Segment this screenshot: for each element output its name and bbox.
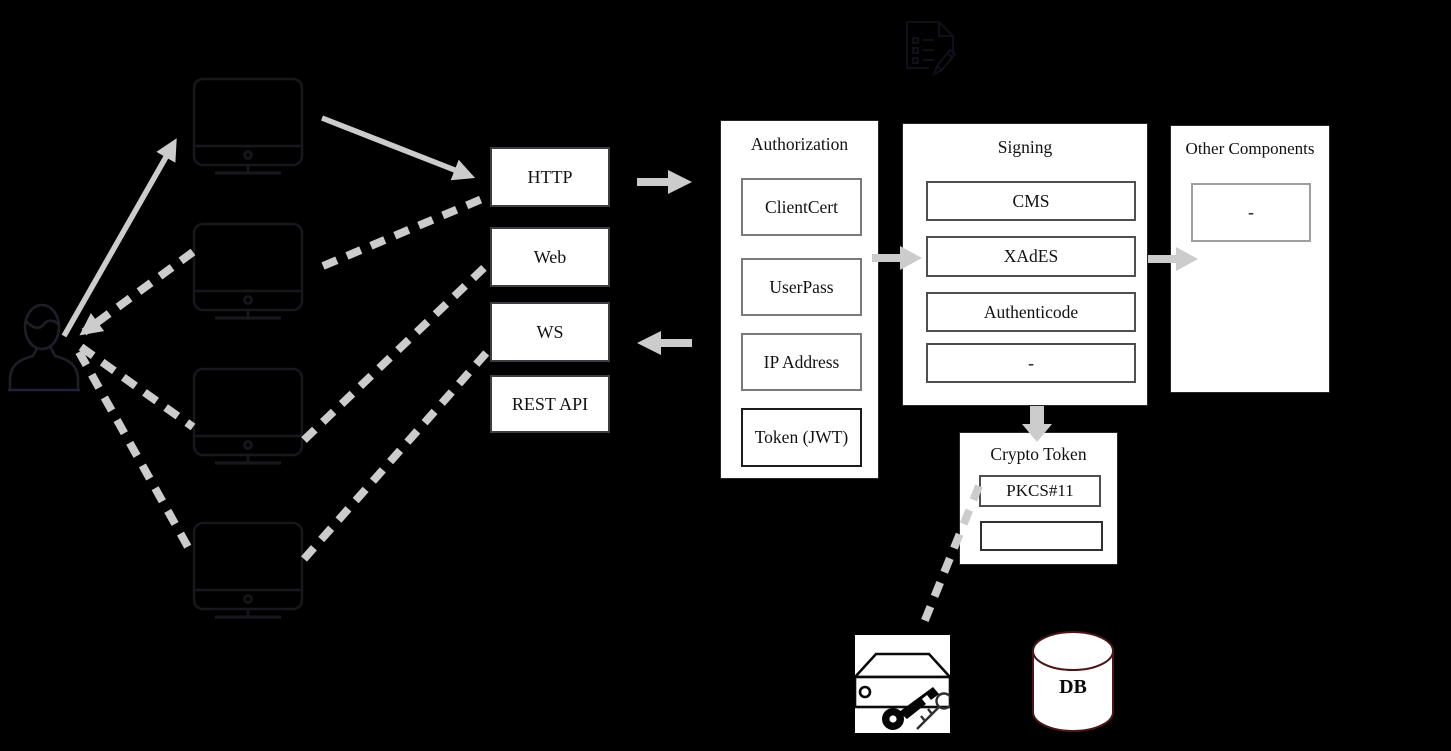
protocol-box-ws: WS [490, 302, 610, 362]
arrow-monitor1-to-http [320, 115, 476, 181]
other-components-item: - [1191, 183, 1311, 242]
database-label: DB [1059, 676, 1087, 698]
user-icon [7, 303, 81, 392]
monitor-icon-2 [192, 222, 304, 320]
signing-item-cms: CMS [926, 181, 1136, 221]
protocol-box-http: HTTP [490, 147, 610, 207]
auth-item-userpass: UserPass [741, 258, 862, 316]
authorization-title: Authorization [750, 134, 849, 154]
monitor-icon-4 [192, 521, 304, 619]
auth-item-label: ClientCert [765, 196, 838, 217]
dashed-line-monitor4-to-ws [301, 348, 491, 562]
signing-title: Signing [997, 137, 1053, 157]
signing-item-label: - [1028, 352, 1034, 373]
dashed-line-monitor2-to-http [321, 192, 491, 270]
dashed-line-user-to-monitor4 [75, 350, 197, 558]
protocol-label: Web [533, 246, 567, 267]
auth-item-token-jwt: Token (JWT) [741, 408, 862, 467]
signing-item-label: Authenticode [983, 301, 1079, 322]
protocol-label: WS [536, 321, 564, 342]
monitor-icon-1 [192, 77, 304, 175]
authorization-panel: Authorization ClientCert UserPass IP Add… [720, 120, 879, 479]
protocol-label: REST API [511, 393, 589, 414]
database-cylinder-icon [1032, 631, 1114, 732]
crypto-token-item-label: PKCS#11 [1006, 481, 1074, 500]
dashed-line-monitor3-to-web [301, 261, 491, 443]
signing-item-authenticode: Authenticode [926, 292, 1136, 332]
signing-item-placeholder: - [926, 343, 1136, 383]
signing-item-label: CMS [1012, 190, 1050, 211]
dashed-line-user-to-monitor3 [78, 343, 196, 431]
signing-panel: Signing CMS XAdES Authenticode - [902, 123, 1148, 406]
protocol-box-rest-api: REST API [490, 375, 610, 433]
monitor-icon-3 [192, 367, 304, 465]
auth-item-label: UserPass [769, 276, 834, 297]
hsm-keys-icon [855, 635, 950, 733]
other-components-panel: Other Components - [1170, 125, 1330, 393]
auth-item-label: IP Address [763, 351, 840, 372]
crypto-token-item-pkcs11: PKCS#11 [979, 475, 1101, 507]
auth-item-ip-address: IP Address [741, 333, 862, 391]
other-components-title: Other Components [1185, 139, 1315, 158]
signing-item-xades: XAdES [926, 236, 1136, 277]
crypto-token-panel: Crypto Token PKCS#11 [959, 432, 1118, 565]
signing-item-label: XAdES [1003, 246, 1059, 266]
crypto-token-title: Crypto Token [990, 444, 1087, 464]
other-components-item-label: - [1248, 202, 1254, 222]
crypto-token-item-empty [980, 521, 1103, 551]
document-pencil-icon [906, 21, 957, 77]
protocol-label: HTTP [527, 166, 573, 187]
arrow-authorization-to-ws [637, 331, 692, 355]
protocol-box-web: Web [490, 227, 610, 287]
auth-item-clientcert: ClientCert [741, 178, 862, 236]
auth-item-label: Token (JWT) [754, 427, 849, 447]
dashed-arrow-monitor2-to-user [79, 248, 196, 336]
arrow-http-to-authorization [637, 170, 692, 194]
